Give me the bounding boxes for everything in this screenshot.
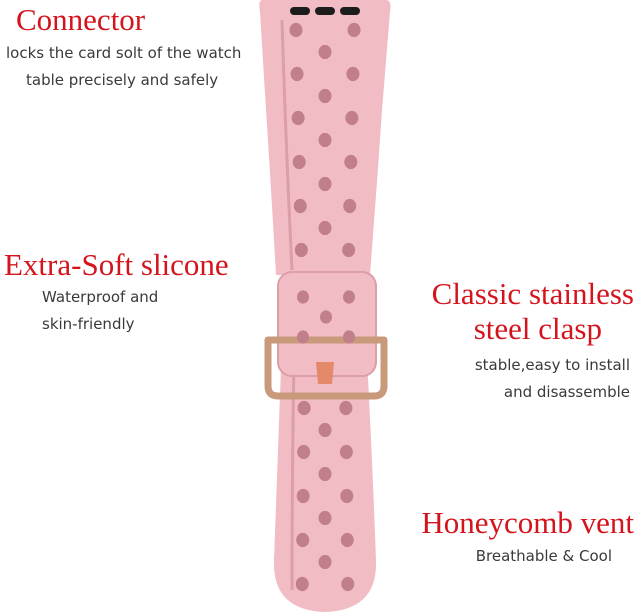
vent-hole bbox=[343, 330, 355, 344]
band-keeper bbox=[278, 272, 376, 376]
vent-hole bbox=[344, 154, 358, 170]
vent-hole bbox=[318, 44, 332, 60]
lower-strap-shade bbox=[290, 359, 296, 591]
feature-title-extra-soft-silicone: Extra-Soft slicone bbox=[4, 247, 229, 282]
feature-title-clasp-line-2: steel clasp bbox=[473, 311, 602, 346]
vent-hole bbox=[318, 466, 332, 482]
vent-hole bbox=[297, 400, 311, 416]
vent-hole bbox=[320, 310, 332, 324]
vent-hole bbox=[347, 22, 361, 38]
vent-hole bbox=[294, 242, 308, 258]
feature-title-steel-clasp: Classic stainless steel clasp bbox=[432, 276, 634, 346]
connector-lug-2 bbox=[315, 7, 335, 15]
vent-hole bbox=[297, 330, 309, 344]
connector-lug-1 bbox=[290, 7, 310, 15]
vent-hole bbox=[296, 532, 310, 548]
feature-desc-connector-line-2: table precisely and safely bbox=[26, 71, 219, 89]
vent-hole bbox=[295, 576, 309, 592]
feature-desc-vent-line-1: Breathable & Cool bbox=[475, 547, 612, 565]
feature-desc-honeycomb-vent: Breathable & Cool bbox=[476, 543, 612, 570]
vent-hole bbox=[318, 132, 332, 148]
vent-hole bbox=[345, 110, 359, 126]
vent-hole bbox=[318, 510, 332, 526]
vent-hole bbox=[290, 66, 304, 82]
connector-lugs bbox=[290, 7, 360, 15]
vent-hole bbox=[318, 176, 332, 192]
honeycomb-vent-holes bbox=[289, 22, 361, 592]
vent-hole bbox=[339, 400, 353, 416]
vent-hole bbox=[340, 488, 354, 504]
vent-hole bbox=[318, 422, 332, 438]
vent-hole bbox=[343, 290, 355, 304]
vent-hole bbox=[293, 198, 307, 214]
vent-hole bbox=[297, 444, 311, 460]
clasp-tongue bbox=[316, 362, 334, 384]
feature-desc-steel-clasp: stable,easy to install and disassemble bbox=[475, 352, 630, 406]
feature-desc-soft-line-1: Waterproof and bbox=[42, 288, 159, 306]
vent-hole bbox=[346, 66, 360, 82]
vent-hole bbox=[343, 198, 357, 214]
vent-hole bbox=[339, 444, 353, 460]
vent-hole bbox=[341, 576, 355, 592]
vent-hole bbox=[292, 154, 306, 170]
stainless-steel-clasp bbox=[264, 336, 388, 400]
feature-desc-connector: locks the card solt of the watch table p… bbox=[6, 40, 241, 94]
feature-desc-clasp-line-1: stable,easy to install bbox=[474, 356, 630, 374]
vent-hole bbox=[342, 242, 356, 258]
vent-hole bbox=[318, 220, 332, 236]
feature-desc-extra-soft-silicone: Waterproof and skin-friendly bbox=[42, 284, 158, 338]
vent-hole bbox=[291, 110, 305, 126]
feature-title-connector: Connector bbox=[16, 2, 146, 37]
feature-desc-clasp-line-2: and disassemble bbox=[503, 383, 630, 401]
feature-title-honeycomb-vent: Honeycomb vent bbox=[421, 505, 634, 540]
vent-hole bbox=[296, 488, 310, 504]
vent-hole bbox=[318, 88, 332, 104]
feature-title-clasp-line-1: Classic stainless bbox=[431, 276, 634, 311]
feature-desc-soft-line-2: skin-friendly bbox=[42, 315, 135, 333]
vent-hole bbox=[340, 532, 354, 548]
upper-strap-shade bbox=[280, 19, 294, 271]
feature-desc-connector-line-1: locks the card solt of the watch bbox=[6, 44, 242, 62]
vent-hole bbox=[289, 22, 303, 38]
vent-hole bbox=[297, 290, 309, 304]
connector-lug-3 bbox=[340, 7, 360, 15]
vent-hole bbox=[318, 554, 332, 570]
